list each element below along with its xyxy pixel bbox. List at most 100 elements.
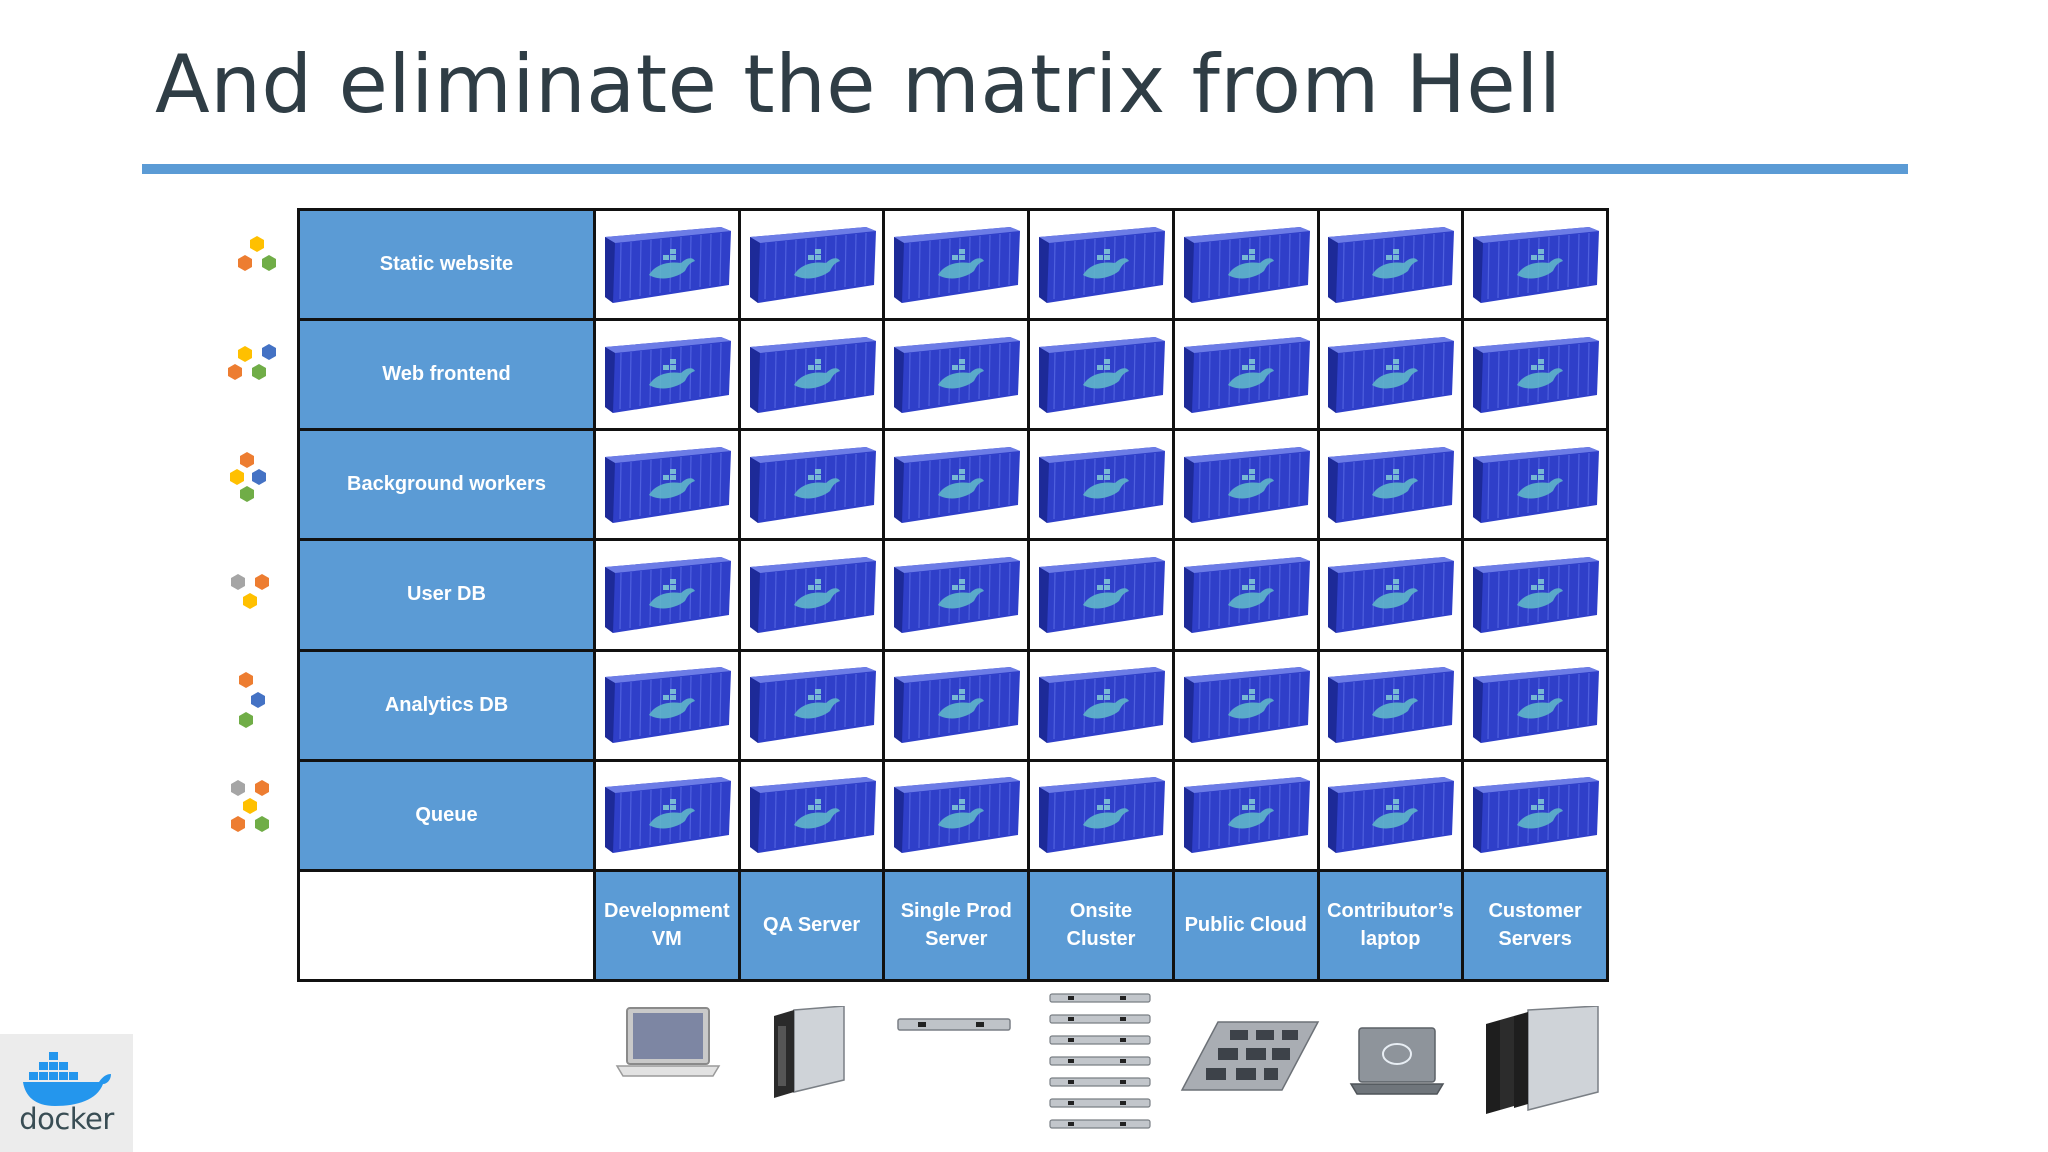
shipping-container-docker-icon <box>749 336 876 413</box>
server-cluster-icon <box>1048 992 1152 1136</box>
matrix-cell <box>885 651 1028 759</box>
matrix-cell <box>1464 321 1606 429</box>
shipping-container-docker-icon <box>894 446 1021 523</box>
matrix-cell <box>885 211 1028 319</box>
matrix-cell <box>1319 211 1462 319</box>
matrix-cell <box>740 541 883 649</box>
shipping-container-docker-icon <box>749 777 876 854</box>
shipping-container-docker-icon <box>1328 336 1455 413</box>
hex-stack-icon <box>218 776 284 866</box>
shipping-container-docker-icon <box>1183 446 1310 523</box>
matrix-cell <box>1030 321 1172 429</box>
matrix-cell <box>740 761 883 869</box>
shipping-container-docker-icon <box>894 226 1021 303</box>
matrix-cell <box>1464 211 1606 319</box>
shipping-container-docker-icon <box>604 667 731 744</box>
dell-laptop-icon <box>1349 1024 1445 1104</box>
column-label: QA Server <box>740 871 883 979</box>
hex-stack-icon <box>218 228 284 318</box>
matrix-cell <box>1174 651 1317 759</box>
row-label: Queue <box>300 761 593 869</box>
matrix-cell <box>1174 541 1317 649</box>
shipping-container-docker-icon <box>749 556 876 633</box>
matrix-cell <box>1319 541 1462 649</box>
row-label: Static website <box>300 211 593 319</box>
matrix-cell <box>740 431 883 539</box>
laptop-icon <box>613 1004 723 1084</box>
matrix-cell <box>885 541 1028 649</box>
shipping-container-docker-icon <box>604 777 731 854</box>
matrix-cell <box>1030 211 1172 319</box>
matrix-cell <box>1464 761 1606 869</box>
hex-stack-icon <box>218 448 284 538</box>
shipping-container-docker-icon <box>1038 336 1165 413</box>
docker-whale-icon <box>22 1052 111 1106</box>
hex-stack-icon <box>218 342 284 432</box>
deployment-matrix: Static website <box>297 208 1609 982</box>
shipping-container-docker-icon <box>1183 226 1310 303</box>
matrix-cell <box>1030 651 1172 759</box>
matrix-cell <box>1319 651 1462 759</box>
matrix-cell <box>596 761 738 869</box>
matrix-cell <box>596 651 738 759</box>
shipping-container-docker-icon <box>894 336 1021 413</box>
shipping-container-docker-icon <box>1038 667 1165 744</box>
column-label: Single Prod Server <box>885 871 1028 979</box>
shipping-container-docker-icon <box>1183 777 1310 854</box>
matrix-cell <box>1030 541 1172 649</box>
column-label: Public Cloud <box>1174 871 1317 979</box>
matrix-cell <box>885 321 1028 429</box>
row-label: User DB <box>300 541 593 649</box>
matrix-cell <box>596 321 738 429</box>
shipping-container-docker-icon <box>1183 667 1310 744</box>
matrix-cell <box>1174 761 1317 869</box>
shipping-container-docker-icon <box>894 777 1021 854</box>
matrix-cell <box>1464 651 1606 759</box>
slide-title: And eliminate the matrix from Hell <box>155 38 1562 131</box>
title-underline <box>142 164 1908 174</box>
shipping-container-docker-icon <box>1473 336 1600 413</box>
shipping-container-docker-icon <box>604 446 731 523</box>
shipping-container-docker-icon <box>749 226 876 303</box>
shipping-container-docker-icon <box>1473 556 1600 633</box>
motherboard-icon <box>1178 1018 1320 1094</box>
matrix-cell <box>885 431 1028 539</box>
blade-servers-icon <box>1484 1006 1602 1114</box>
shipping-container-docker-icon <box>1328 777 1455 854</box>
blade-server-icon <box>766 1006 848 1098</box>
row-label: Analytics DB <box>300 651 593 759</box>
matrix-cell <box>1464 541 1606 649</box>
column-label: Contributor’s laptop <box>1319 871 1462 979</box>
matrix-cell <box>596 541 738 649</box>
column-label: Development VM <box>596 871 738 979</box>
column-label: Onsite Cluster <box>1030 871 1172 979</box>
shipping-container-docker-icon <box>894 556 1021 633</box>
shipping-container-docker-icon <box>1038 446 1165 523</box>
shipping-container-docker-icon <box>604 226 731 303</box>
shipping-container-docker-icon <box>1328 556 1455 633</box>
shipping-container-docker-icon <box>1038 556 1165 633</box>
shipping-container-docker-icon <box>1473 446 1600 523</box>
matrix-corner <box>300 871 593 979</box>
matrix-cell <box>1319 761 1462 869</box>
matrix-cell <box>1464 431 1606 539</box>
shipping-container-docker-icon <box>1328 446 1455 523</box>
shipping-container-docker-icon <box>1473 226 1600 303</box>
matrix-cell <box>1319 321 1462 429</box>
hex-stack-icon <box>218 664 284 754</box>
matrix-cell <box>596 431 738 539</box>
hex-stack-icon <box>218 566 284 656</box>
matrix-cell <box>1030 761 1172 869</box>
shipping-container-docker-icon <box>1328 667 1455 744</box>
rack-server-icon <box>896 1016 1012 1034</box>
shipping-container-docker-icon <box>1038 777 1165 854</box>
row-label: Background workers <box>300 431 593 539</box>
shipping-container-docker-icon <box>894 667 1021 744</box>
shipping-container-docker-icon <box>1038 226 1165 303</box>
shipping-container-docker-icon <box>1473 777 1600 854</box>
matrix-cell <box>1174 431 1317 539</box>
matrix-cell <box>1319 431 1462 539</box>
matrix-cell <box>740 211 883 319</box>
matrix-cell <box>596 211 738 319</box>
matrix-cell <box>885 761 1028 869</box>
